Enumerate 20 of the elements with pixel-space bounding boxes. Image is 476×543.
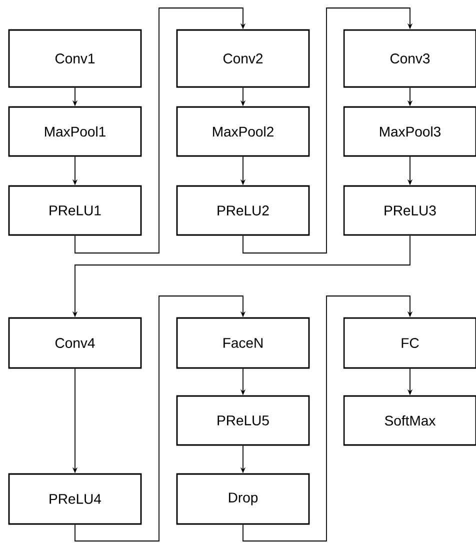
layer-box: FC xyxy=(343,317,476,369)
layer-box: Conv3 xyxy=(343,29,476,88)
layer-box: MaxPool3 xyxy=(343,106,476,157)
layer-box: SoftMax xyxy=(343,395,476,446)
arrow xyxy=(74,296,246,542)
layer-box: PReLU2 xyxy=(176,185,310,236)
layer-box: PReLU1 xyxy=(8,185,142,236)
layer-box: MaxPool2 xyxy=(176,106,310,157)
arrow xyxy=(242,296,413,542)
layer-box: Conv4 xyxy=(8,317,142,369)
arrow xyxy=(74,8,246,254)
layer-box: Drop xyxy=(176,473,310,525)
layer-box: FaceN xyxy=(176,317,310,369)
layer-box: Conv2 xyxy=(176,29,310,88)
layer-box: PReLU5 xyxy=(176,395,310,446)
layer-box: PReLU3 xyxy=(343,185,476,236)
layer-box: Conv1 xyxy=(8,29,142,88)
layer-box: PReLU4 xyxy=(8,473,142,525)
arrow xyxy=(242,8,413,254)
layer-box: MaxPool1 xyxy=(8,106,142,157)
